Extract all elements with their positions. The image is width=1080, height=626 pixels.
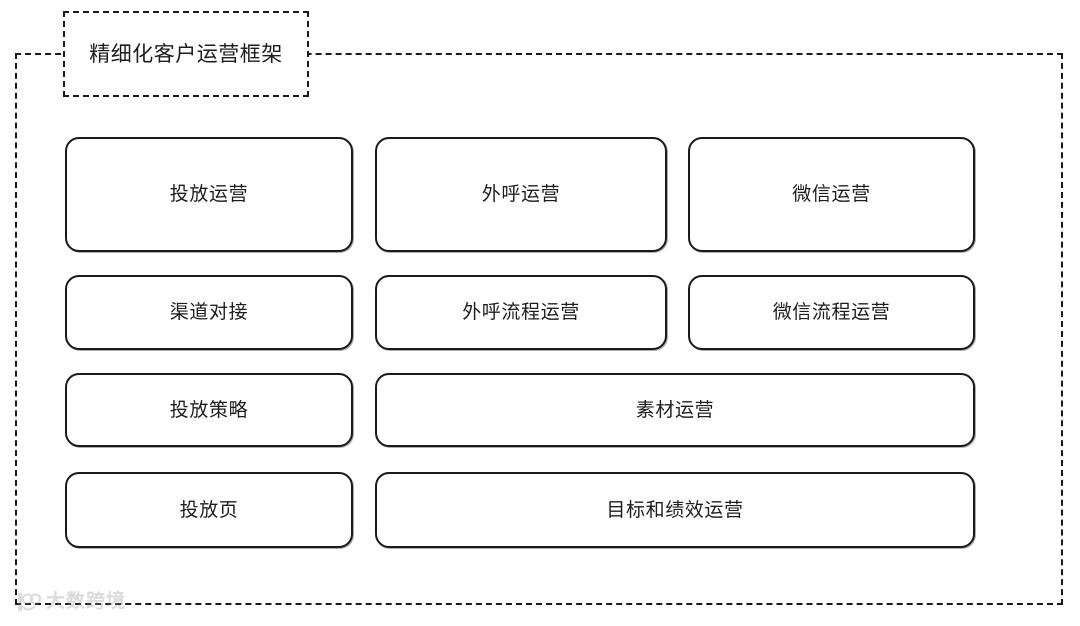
node-label: 微信运营 bbox=[792, 184, 871, 205]
node-label: 外呼运营 bbox=[481, 184, 561, 205]
node-box[interactable]: 外呼流程运营 bbox=[375, 275, 667, 350]
node-label: 外呼流程运营 bbox=[462, 302, 580, 323]
node-label: 素材运营 bbox=[635, 399, 715, 421]
node-label: 目标和绩效运营 bbox=[606, 499, 744, 521]
node-label: 投放策略 bbox=[169, 399, 249, 421]
node-label: 投放页 bbox=[179, 499, 239, 521]
page-title: 精细化客户运营框架 bbox=[89, 42, 283, 66]
node-box[interactable]: 微信流程运营 bbox=[688, 275, 975, 350]
framework-outer-container bbox=[15, 53, 1063, 605]
node-label: 微信流程运营 bbox=[772, 302, 891, 323]
framework-title-box: 精细化客户运营框架 bbox=[63, 11, 309, 97]
node-box[interactable]: 目标和绩效运营 bbox=[375, 472, 975, 548]
node-box[interactable]: 渠道对接 bbox=[65, 275, 353, 350]
node-box[interactable]: 素材运营 bbox=[375, 373, 975, 447]
node-box[interactable]: 微信运营 bbox=[688, 137, 975, 252]
node-label: 投放运营 bbox=[169, 184, 249, 205]
node-box[interactable]: 投放运营 bbox=[65, 137, 353, 252]
node-box[interactable]: 外呼运营 bbox=[375, 137, 667, 252]
node-box[interactable]: 投放页 bbox=[65, 472, 353, 548]
node-label: 渠道对接 bbox=[169, 302, 249, 323]
node-box[interactable]: 投放策略 bbox=[65, 373, 353, 447]
